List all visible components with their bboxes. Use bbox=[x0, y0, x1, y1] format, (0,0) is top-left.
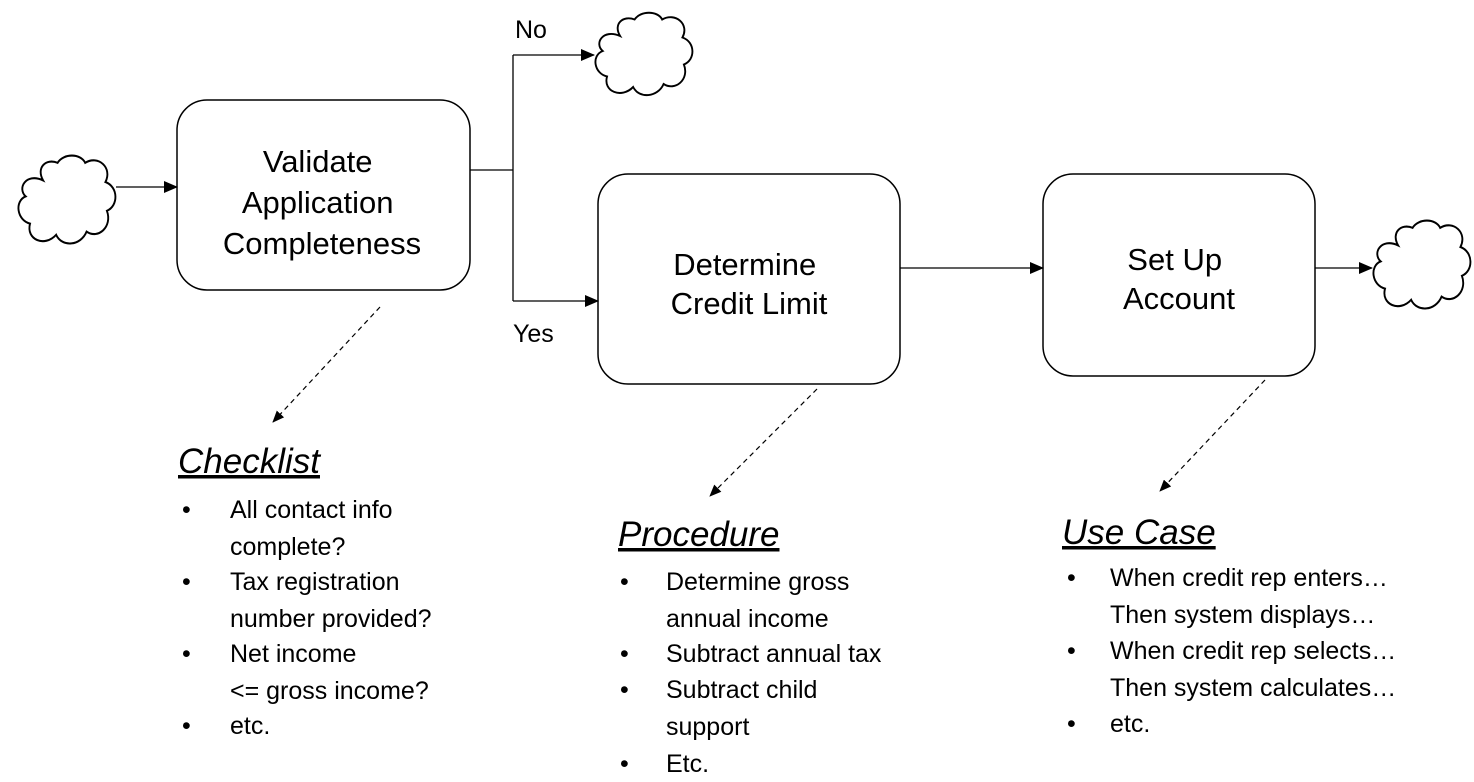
list-item-line: complete? bbox=[230, 533, 345, 561]
list-item-line: When credit rep selects… bbox=[1110, 637, 1396, 665]
list-bullet: • bbox=[182, 568, 191, 596]
list-bullet: • bbox=[182, 640, 191, 668]
list-item: When credit rep selects… Then system cal… bbox=[1110, 637, 1403, 702]
validate-box bbox=[176, 99, 471, 291]
list-item-line: Subtract annual tax bbox=[666, 640, 882, 668]
list-bullet: • bbox=[620, 750, 629, 778]
list-item-line: etc. bbox=[1110, 710, 1150, 738]
validate-label-line: Completeness bbox=[223, 226, 421, 261]
list-item: When credit rep enters… Then system disp… bbox=[1110, 564, 1395, 629]
no-end-cloud bbox=[594, 11, 694, 97]
determine-label: Determine Credit Limit bbox=[671, 247, 828, 321]
list-item-line: All contact info bbox=[230, 496, 393, 524]
list-bullet: • bbox=[182, 712, 191, 740]
start-cloud bbox=[17, 154, 117, 245]
list-item-line: Determine gross bbox=[666, 568, 849, 596]
list-item: Etc. bbox=[666, 750, 709, 778]
list-item: etc. bbox=[1110, 710, 1150, 738]
list-bullet: • bbox=[620, 676, 629, 704]
dashed-link-usecase bbox=[1159, 379, 1266, 492]
list-item-line: Net income bbox=[230, 640, 356, 668]
determine-label-line: Determine bbox=[673, 247, 816, 282]
list-item: Net income <= gross income? bbox=[230, 640, 429, 705]
list-bullet: • bbox=[182, 496, 191, 524]
list-item: Tax registration number provided? bbox=[230, 568, 432, 633]
list-item: Determine gross annual income bbox=[666, 568, 856, 633]
list-item: etc. bbox=[230, 712, 270, 740]
validate-label-line: Validate bbox=[263, 144, 373, 179]
setup-label-line: Set Up bbox=[1127, 242, 1222, 277]
list-item-line: <= gross income? bbox=[230, 677, 429, 705]
list-bullet: • bbox=[1067, 637, 1076, 665]
list-item-line: Then system calculates… bbox=[1110, 674, 1396, 702]
list-item-line: Then system displays… bbox=[1110, 601, 1375, 629]
list-item: All contact info complete? bbox=[230, 496, 400, 561]
procedure-list: • Determine gross annual income • Subtra… bbox=[620, 568, 882, 778]
determine-box bbox=[597, 173, 901, 385]
dashed-link-checklist bbox=[272, 306, 381, 423]
list-bullet: • bbox=[1067, 564, 1076, 592]
dashed-link-procedure bbox=[709, 388, 818, 497]
list-item-line: etc. bbox=[230, 712, 270, 740]
usecase-title: Use Case bbox=[1062, 513, 1216, 552]
setup-box bbox=[1042, 173, 1316, 377]
setup-label-line: Account bbox=[1123, 281, 1235, 316]
validate-label-line: Application bbox=[242, 185, 394, 220]
list-item-line: Tax registration bbox=[230, 568, 400, 596]
setup-label: Set Up Account bbox=[1123, 242, 1235, 316]
list-bullet: • bbox=[620, 568, 629, 596]
list-item-line: Etc. bbox=[666, 750, 709, 778]
checklist-title: Checklist bbox=[178, 442, 321, 481]
usecase-list: • When credit rep enters… Then system di… bbox=[1067, 564, 1403, 738]
procedure-title: Procedure bbox=[618, 515, 779, 554]
determine-label-line: Credit Limit bbox=[671, 286, 828, 321]
list-item: Subtract child support bbox=[666, 676, 824, 741]
list-item-line: number provided? bbox=[230, 605, 432, 633]
branch-no-label: No bbox=[515, 16, 547, 44]
list-item-line: When credit rep enters… bbox=[1110, 564, 1388, 592]
list-item-line: Subtract child bbox=[666, 676, 817, 704]
list-bullet: • bbox=[620, 640, 629, 668]
checklist-list: • All contact info complete? • Tax regis… bbox=[182, 496, 432, 740]
list-item: Subtract annual tax bbox=[666, 640, 882, 668]
list-item-line: support bbox=[666, 713, 749, 741]
list-item-line: annual income bbox=[666, 605, 829, 633]
end-cloud bbox=[1372, 219, 1472, 310]
list-bullet: • bbox=[1067, 710, 1076, 738]
branch-yes-label: Yes bbox=[513, 320, 554, 348]
validate-label: Validate Application Completeness bbox=[223, 144, 421, 261]
